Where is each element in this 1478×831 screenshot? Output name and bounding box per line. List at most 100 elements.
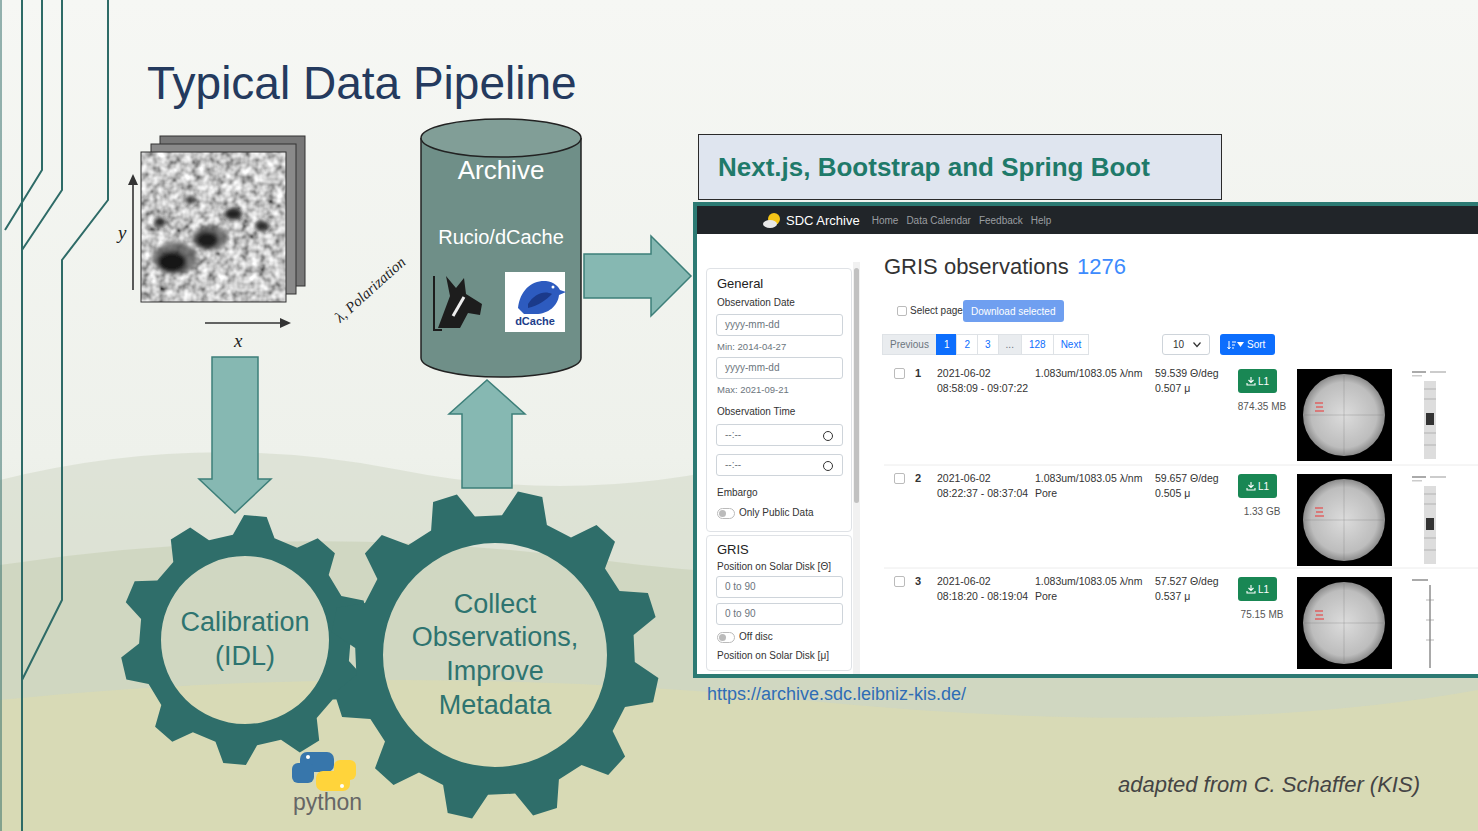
caret-icon bbox=[1237, 342, 1244, 347]
filter-text: 0 to 90 bbox=[716, 603, 843, 625]
page-item: 1 bbox=[936, 334, 958, 355]
decor-rect bbox=[334, 760, 356, 780]
decor-use bbox=[1410, 474, 1450, 566]
filter-panel: GRISPosition on Solar Disk [Θ]0 to 900 t… bbox=[706, 535, 852, 671]
decor-line bbox=[884, 568, 1478, 569]
result-row: 32021-06-0208:18:20 - 08:19:041.083um/10… bbox=[884, 575, 1464, 671]
decor-rect bbox=[1412, 579, 1428, 581]
decor-use bbox=[1297, 577, 1392, 669]
decor-g bbox=[1297, 369, 1450, 669]
page-item: ... bbox=[998, 334, 1022, 355]
filter-text: 0 to 90 bbox=[716, 576, 843, 598]
l1-button: L1 bbox=[1238, 577, 1277, 601]
row-cell: 1 bbox=[915, 367, 921, 379]
gear-shape bbox=[330, 490, 660, 820]
decor-path bbox=[518, 281, 566, 314]
slide-title: Typical Data Pipeline bbox=[147, 56, 577, 110]
filter-text: yyyy-mm-dd bbox=[716, 357, 843, 379]
row-cell: 874.35 MB bbox=[1231, 401, 1293, 412]
screenshot-art bbox=[697, 206, 1478, 674]
decor-path bbox=[528, 292, 552, 308]
credit-note: adapted from C. Schaffer (KIS) bbox=[1118, 772, 1420, 798]
filter-text: Observation Time bbox=[717, 406, 795, 417]
nav-link: Feedback bbox=[979, 215, 1023, 226]
button-text: L1 bbox=[1258, 584, 1269, 595]
l1-button: L1 bbox=[1238, 474, 1277, 498]
logo-text: python bbox=[293, 789, 362, 816]
row-cell: Pore bbox=[1035, 590, 1057, 602]
archive-text: dCache bbox=[505, 315, 565, 327]
url-text: https://archive.sdc.leibniz-kis.de/ bbox=[707, 684, 966, 705]
result-count: 1276 bbox=[1077, 254, 1126, 280]
decor-path bbox=[1228, 341, 1237, 349]
row-cell: 1.083um/1083.05 λ/nm bbox=[1035, 575, 1142, 587]
l1-button: L1 bbox=[1238, 369, 1277, 393]
decor-polyline bbox=[22, 0, 108, 680]
axis-label: x bbox=[234, 330, 242, 352]
result-row: 12021-06-0208:58:09 - 09:07:221.083um/10… bbox=[884, 367, 1464, 467]
decor-polygon bbox=[280, 318, 291, 328]
decor-path bbox=[1426, 600, 1434, 640]
pagination: Previous123...128Next bbox=[883, 334, 1089, 355]
nav-bar: SDC ArchiveHomeData CalendarFeedbackHelp bbox=[697, 206, 1478, 234]
sort-button: Sort bbox=[1220, 334, 1275, 355]
decor-lines bbox=[1, 0, 108, 831]
page-item: 3 bbox=[977, 334, 999, 355]
gear-text: Calibration (IDL) bbox=[170, 606, 320, 674]
decor-line bbox=[884, 465, 1478, 466]
filter-text: Embargo bbox=[717, 487, 758, 498]
decor-rect bbox=[141, 152, 286, 302]
tech-text: Next.js, Bootstrap and Spring Boot bbox=[718, 152, 1150, 183]
decor-rect bbox=[854, 268, 859, 503]
dcache-icon bbox=[505, 272, 566, 332]
download-icon bbox=[1246, 481, 1256, 491]
decor-circle bbox=[306, 755, 310, 759]
row-cell: 1.33 GB bbox=[1231, 506, 1293, 517]
filter-panel: GeneralObservation Dateyyyy-mm-ddMin: 20… bbox=[706, 268, 852, 532]
filter-text: yyyy-mm-dd bbox=[716, 314, 843, 336]
decor-line bbox=[1430, 585, 1431, 668]
decor-line bbox=[132, 182, 134, 290]
decor-rect bbox=[697, 206, 1478, 674]
decor-rect bbox=[292, 763, 314, 783]
block-arrow bbox=[449, 380, 525, 488]
gear-body bbox=[121, 515, 369, 765]
axes bbox=[128, 174, 291, 328]
download-icon bbox=[1246, 584, 1256, 594]
filter-text: Off disc bbox=[717, 631, 773, 642]
page-item: Previous bbox=[882, 334, 937, 355]
decor-polyline bbox=[21, 0, 23, 831]
row-cell: 08:22:37 - 08:37:04 bbox=[937, 487, 1028, 499]
axis-label: λ, Polarization bbox=[332, 254, 410, 326]
decor-ellipse bbox=[255, 221, 269, 231]
decor-use bbox=[1410, 369, 1450, 461]
decor-path bbox=[1247, 482, 1255, 490]
block-arrow bbox=[584, 236, 691, 316]
page-item: 128 bbox=[1021, 334, 1054, 355]
page-heading: GRIS observations bbox=[884, 254, 1069, 280]
python-logo bbox=[292, 752, 356, 791]
checkbox-label: Select page bbox=[897, 305, 963, 316]
decor-polygon bbox=[128, 174, 138, 185]
decor-path bbox=[1237, 342, 1244, 347]
decor-path bbox=[1194, 343, 1201, 347]
nav-link: Data Calendar bbox=[906, 215, 970, 226]
decor-ellipse bbox=[158, 252, 186, 272]
gear-node: Calibration (IDL) bbox=[120, 515, 370, 765]
filter-text: Observation Date bbox=[717, 297, 795, 308]
row-cell: 2021-06-02 bbox=[937, 575, 991, 587]
row-cell: 2021-06-02 bbox=[937, 472, 991, 484]
brand-logo bbox=[762, 211, 782, 229]
result-row: 22021-06-0208:22:37 - 08:37:041.083um/10… bbox=[884, 472, 1464, 572]
decor-ellipse bbox=[763, 220, 777, 228]
decor-circle bbox=[552, 286, 555, 289]
cylinder-body bbox=[421, 138, 581, 377]
filter-text: Only Public Data bbox=[717, 507, 813, 518]
decor-line bbox=[1, 0, 2, 831]
select-text: 10 bbox=[1173, 339, 1184, 350]
row-cell: 0.507 μ bbox=[1155, 382, 1190, 394]
decor-rect bbox=[505, 272, 565, 332]
button-text: Download selected bbox=[971, 306, 1056, 317]
row-cell: 2 bbox=[915, 472, 921, 484]
